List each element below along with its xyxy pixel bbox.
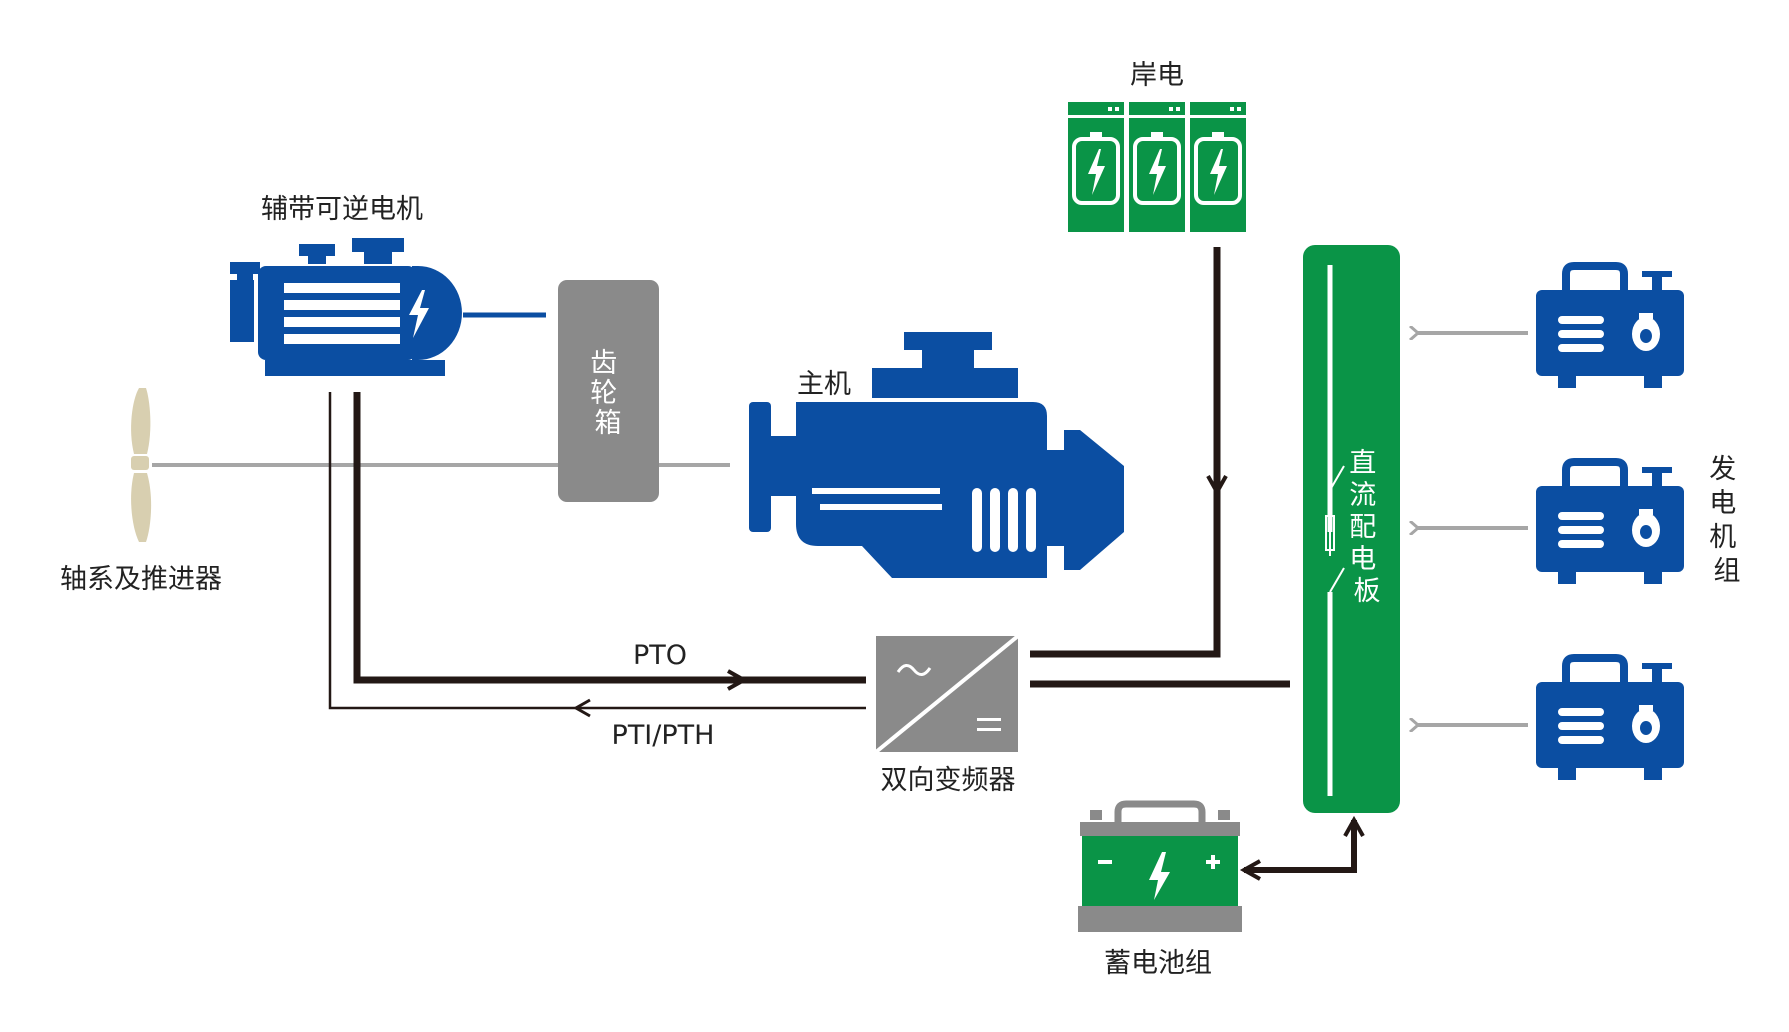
pto-arrow-icon [727,669,749,691]
gearbox-label-char-1: 齿 [590,348,617,379]
shore-power-group: 岸电 [1068,60,1246,232]
pto-power-line [353,392,866,684]
motor-label: 辅带可逆电机 [261,194,423,225]
diesel-engine-icon [749,332,1124,578]
generators-label: 发 电 机 组 [1709,454,1745,587]
generator-1-icon [1536,262,1684,388]
generator-3 [1418,654,1684,780]
propeller-icon [131,388,152,542]
generator-sets-group: 发 电 机 组 [1418,262,1745,780]
main-engine-label: 主机 [797,369,851,400]
dc-switchboard-panel [1303,245,1400,813]
generators-label-char-4: 组 [1714,556,1741,587]
dc-board-label-char-2: 流 [1349,480,1376,511]
dc-board-label-char-5: 板 [1354,576,1381,607]
gearbox-label-char-3: 箱 [595,408,622,439]
gearbox-block [558,280,659,502]
propeller-label: 轴系及推进器 [60,564,222,595]
reversible-motor-group: 辅带可逆电机 [230,194,462,376]
generator-2 [1418,458,1684,584]
electric-motor-icon [230,238,462,376]
battery-label: 蓄电池组 [1104,948,1212,979]
battery-left-arrow-icon [1239,859,1261,881]
dc-board-label-char-3: 配 [1349,512,1376,543]
inverter-group: 双向变频器 [874,634,1020,796]
gearbox-label-char-2: 轮 [590,378,617,409]
pto-label: PTO [633,640,687,671]
shore-power-line [1030,247,1221,658]
gearbox-label: 齿 轮 箱 [590,348,626,439]
battery-dc-board-line [1244,820,1357,873]
dc-board-label-char-4: 电 [1349,544,1376,575]
inverter-label: 双向变频器 [881,765,1016,796]
dc-switchboard-group: 直 流 配 电 板 [1303,245,1400,813]
main-engine-group: 主机 [749,332,1124,578]
pti-arrow-icon [572,698,591,718]
generators-label-char-2: 电 [1709,488,1736,519]
shore-power-label: 岸电 [1130,60,1184,91]
generators-label-char-3: 机 [1709,522,1736,553]
dc-board-label: 直 流 配 电 板 [1349,448,1385,607]
shore-power-arrow-icon [1206,475,1228,497]
battery-bank-group: 蓄电池组 [1078,800,1365,979]
propeller-group: 轴系及推进器 [60,388,222,595]
generator-2-icon [1536,458,1684,584]
battery-icon [1078,800,1242,932]
shore-power-battery-cabinet-icon [1068,102,1246,232]
ac-dc-inverter-icon [874,634,1020,754]
generators-label-char-1: 发 [1709,454,1736,485]
fuse-switch-icon [1325,465,1345,593]
generator-1 [1418,262,1684,388]
battery-up-arrow-icon [1343,815,1365,837]
pto-pti-connections: PTO PTI/PTH [328,392,866,751]
dc-board-label-char-1: 直 [1349,448,1376,479]
generator-3-icon [1536,654,1684,780]
gearbox-group: 齿 轮 箱 [558,280,659,502]
pti-pth-label: PTI/PTH [612,720,715,751]
pti-pth-power-line [328,392,866,710]
